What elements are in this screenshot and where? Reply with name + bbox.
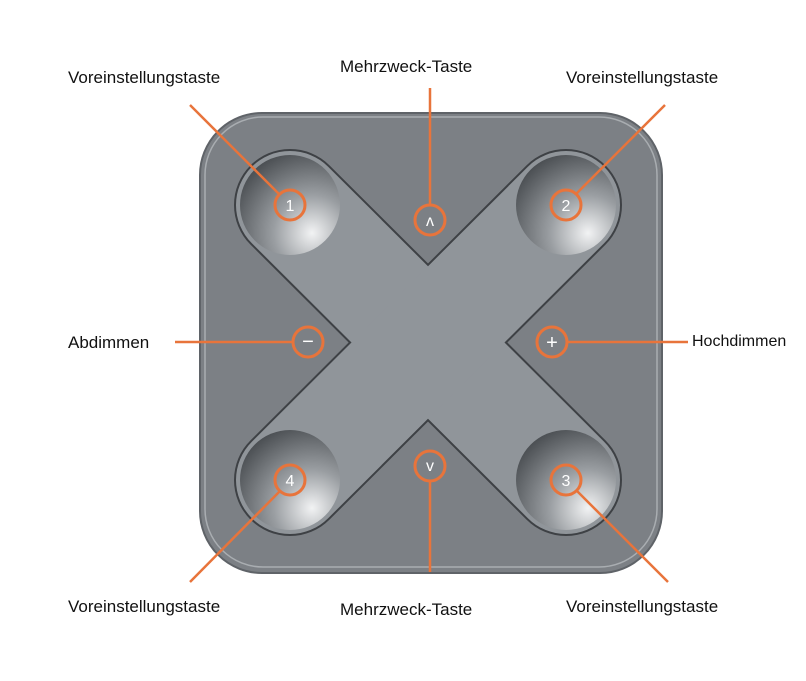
label-multi-top: Mehrzweck-Taste <box>340 57 473 76</box>
dim-up-button[interactable]: + <box>546 332 558 354</box>
label-preset-bottom-left: Voreinstellungstaste <box>68 597 221 616</box>
button-3[interactable]: 3 <box>562 473 571 490</box>
label-dim-down: Abdimmen <box>68 333 150 352</box>
label-dim-up: Hochdimmen <box>692 333 787 350</box>
label-preset-top-left: Voreinstellungstaste <box>68 68 221 87</box>
dim-down-button[interactable]: − <box>302 331 314 353</box>
callout-lines <box>175 88 688 583</box>
button-1[interactable]: 1 <box>286 198 295 215</box>
label-preset-top-right: Voreinstellungstaste <box>566 68 719 87</box>
multi-down-button[interactable]: v <box>426 458 434 475</box>
button-2[interactable]: 2 <box>562 198 571 215</box>
label-multi-bottom: Mehrzweck-Taste <box>340 600 473 619</box>
label-preset-bottom-right: Voreinstellungstaste <box>566 597 719 616</box>
cross-pad[interactable] <box>234 149 622 536</box>
button-4[interactable]: 4 <box>286 473 295 490</box>
multi-up-button[interactable]: ʌ <box>426 213 434 230</box>
